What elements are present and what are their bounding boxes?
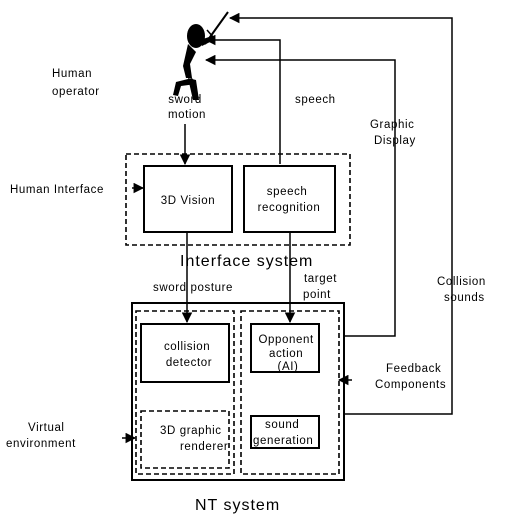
sword-motion-label: sword motion: [168, 94, 206, 121]
human-interface-label: Human Interface: [10, 184, 104, 196]
human-with-sword-icon: [173, 12, 228, 100]
collision-sounds-arrow: [230, 18, 452, 414]
feedback-components-label: Feedback Components: [375, 363, 446, 391]
graphic-renderer-box: [141, 411, 229, 468]
collision-detector-label: collision detector: [164, 341, 214, 369]
target-point-label: target point: [303, 273, 341, 301]
interface-system-title: Interface system: [180, 253, 313, 270]
speech-recognition-box: [244, 166, 335, 232]
human-operator-label: Human operator: [52, 68, 100, 98]
sword-posture-label: sword posture: [153, 282, 233, 294]
virtual-environment-label: Virtual environment: [6, 422, 76, 450]
opponent-action-label: Opponent action (AI): [258, 334, 317, 373]
graphic-renderer-label: 3D graphic renderer: [160, 425, 228, 453]
speech-label: speech: [295, 94, 336, 106]
vision-3d-label: 3D Vision: [161, 195, 215, 207]
nt-system-box: [132, 303, 344, 480]
graphic-display-label: Graphic Display: [370, 119, 418, 147]
speech-arrow: [206, 40, 280, 164]
collision-sounds-label: Collision sounds: [437, 276, 490, 304]
collision-detector-box: [141, 324, 229, 382]
sound-generation-label: sound generation: [253, 419, 313, 447]
speech-recognition-label: speech recognition: [258, 186, 321, 214]
nt-system-title: NT system: [195, 497, 280, 514]
